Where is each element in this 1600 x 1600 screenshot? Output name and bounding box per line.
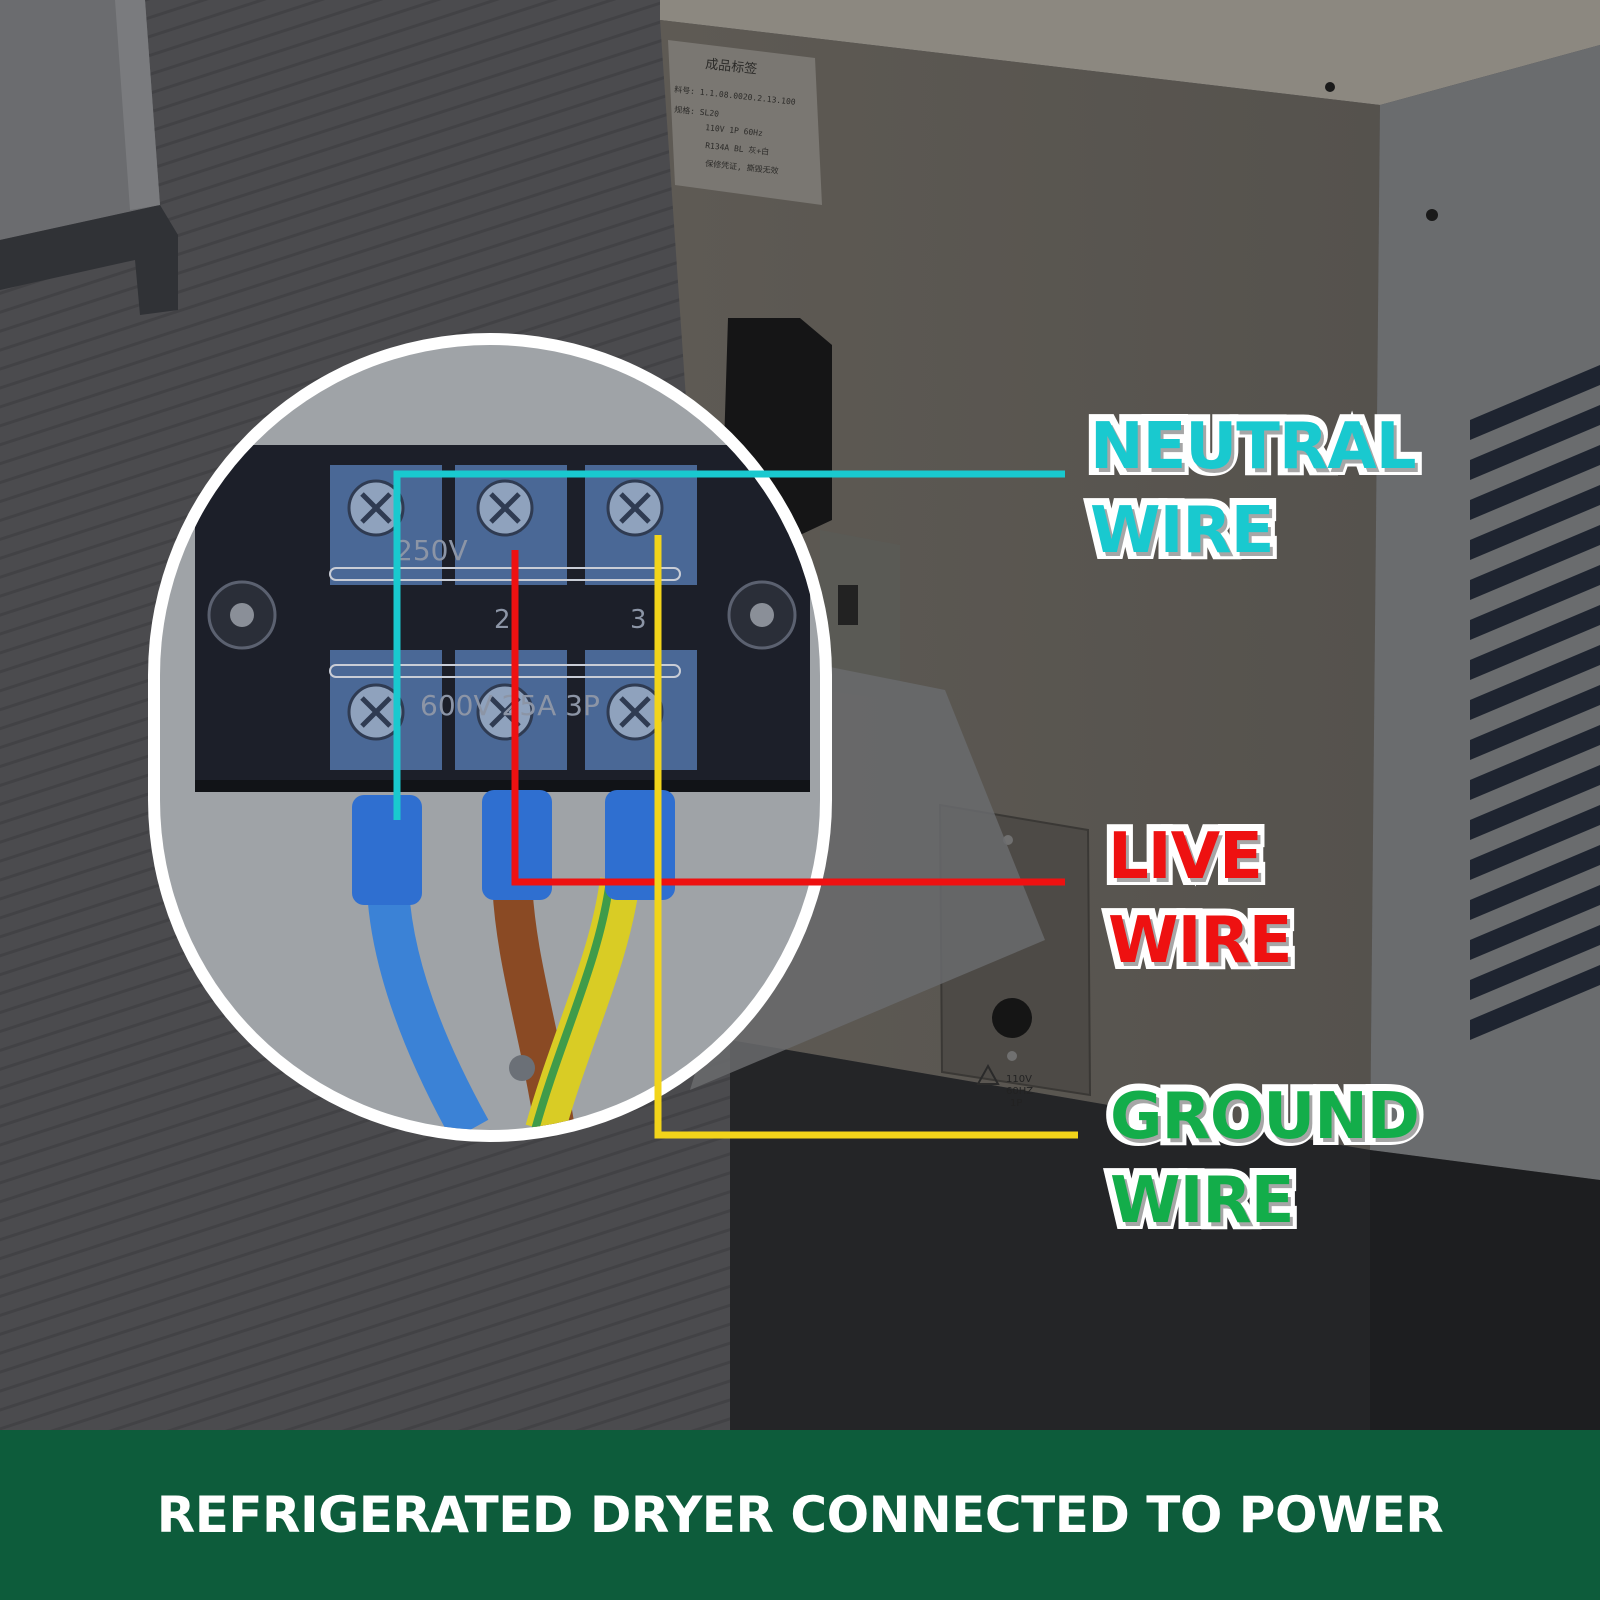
terminal-rating-text: 250V	[395, 534, 468, 567]
live-wire-label: LIVE WIRE	[1101, 813, 1299, 985]
yellow-green-wire	[525, 877, 640, 1130]
panel-hole	[509, 1055, 535, 1081]
live-label-line1: LIVE	[1101, 813, 1270, 901]
screw	[1325, 82, 1335, 92]
live-leader-line	[511, 550, 1065, 886]
footer-title: REFRIGERATED DRYER CONNECTED TO POWER	[156, 1486, 1444, 1544]
neutral-label-line2: WIRE	[1083, 487, 1281, 575]
product-label-line: 规格: SL20	[674, 104, 720, 119]
terminal-number: 3	[630, 605, 647, 635]
screw	[1007, 1051, 1017, 1061]
footer-banner: REFRIGERATED DRYER CONNECTED TO POWER	[0, 1430, 1600, 1600]
power-plate-text: 60HZ	[1006, 1086, 1033, 1097]
terminal-mounting-lug	[727, 580, 797, 650]
neutral-wire-label: NEUTRAL WIRE	[1083, 403, 1423, 575]
ground-wire-label: GROUND WIRE	[1103, 1073, 1427, 1245]
terminal-rating-text: 600V 25A 3P	[420, 689, 600, 722]
dryer-photo-scene: 成品标签 料号: 1.1.08.0020.2.13.100 规格: SL20 1…	[0, 0, 1600, 1430]
screw	[1426, 209, 1438, 221]
power-cable-gland	[992, 998, 1032, 1038]
switch-sticker	[820, 530, 900, 700]
blue-wire	[367, 888, 489, 1130]
product-label-title: 成品标签	[705, 56, 758, 77]
terminal-mounting-lug	[207, 580, 277, 650]
zoom-wedge	[690, 665, 1045, 1090]
electric-hazard-icon	[976, 1063, 1000, 1085]
cabinet-side-panel	[1370, 45, 1600, 1180]
background-unit	[0, 0, 178, 315]
ground-label-line2: WIRE	[1103, 1157, 1301, 1245]
zoom-inset: 250V 2 3 600V 25A 3P	[148, 333, 832, 1142]
side-vent-grille	[1470, 365, 1600, 1040]
power-plate-text: 110V	[1006, 1074, 1032, 1085]
product-label-sticker: 成品标签 料号: 1.1.08.0020.2.13.100 规格: SL20 1…	[668, 40, 822, 205]
live-label-line2: WIRE	[1101, 897, 1299, 985]
ground-label-line1: GROUND	[1103, 1073, 1427, 1161]
neutral-leader-line	[393, 470, 1065, 820]
cabinet-top	[660, 0, 1600, 105]
neutral-label-line1: NEUTRAL	[1083, 403, 1423, 491]
terminal-number: 2	[494, 605, 511, 635]
wire-ferrule	[352, 795, 422, 905]
power-plate-text: 1P	[1010, 1098, 1022, 1109]
ground-leader-line	[654, 535, 1078, 1139]
